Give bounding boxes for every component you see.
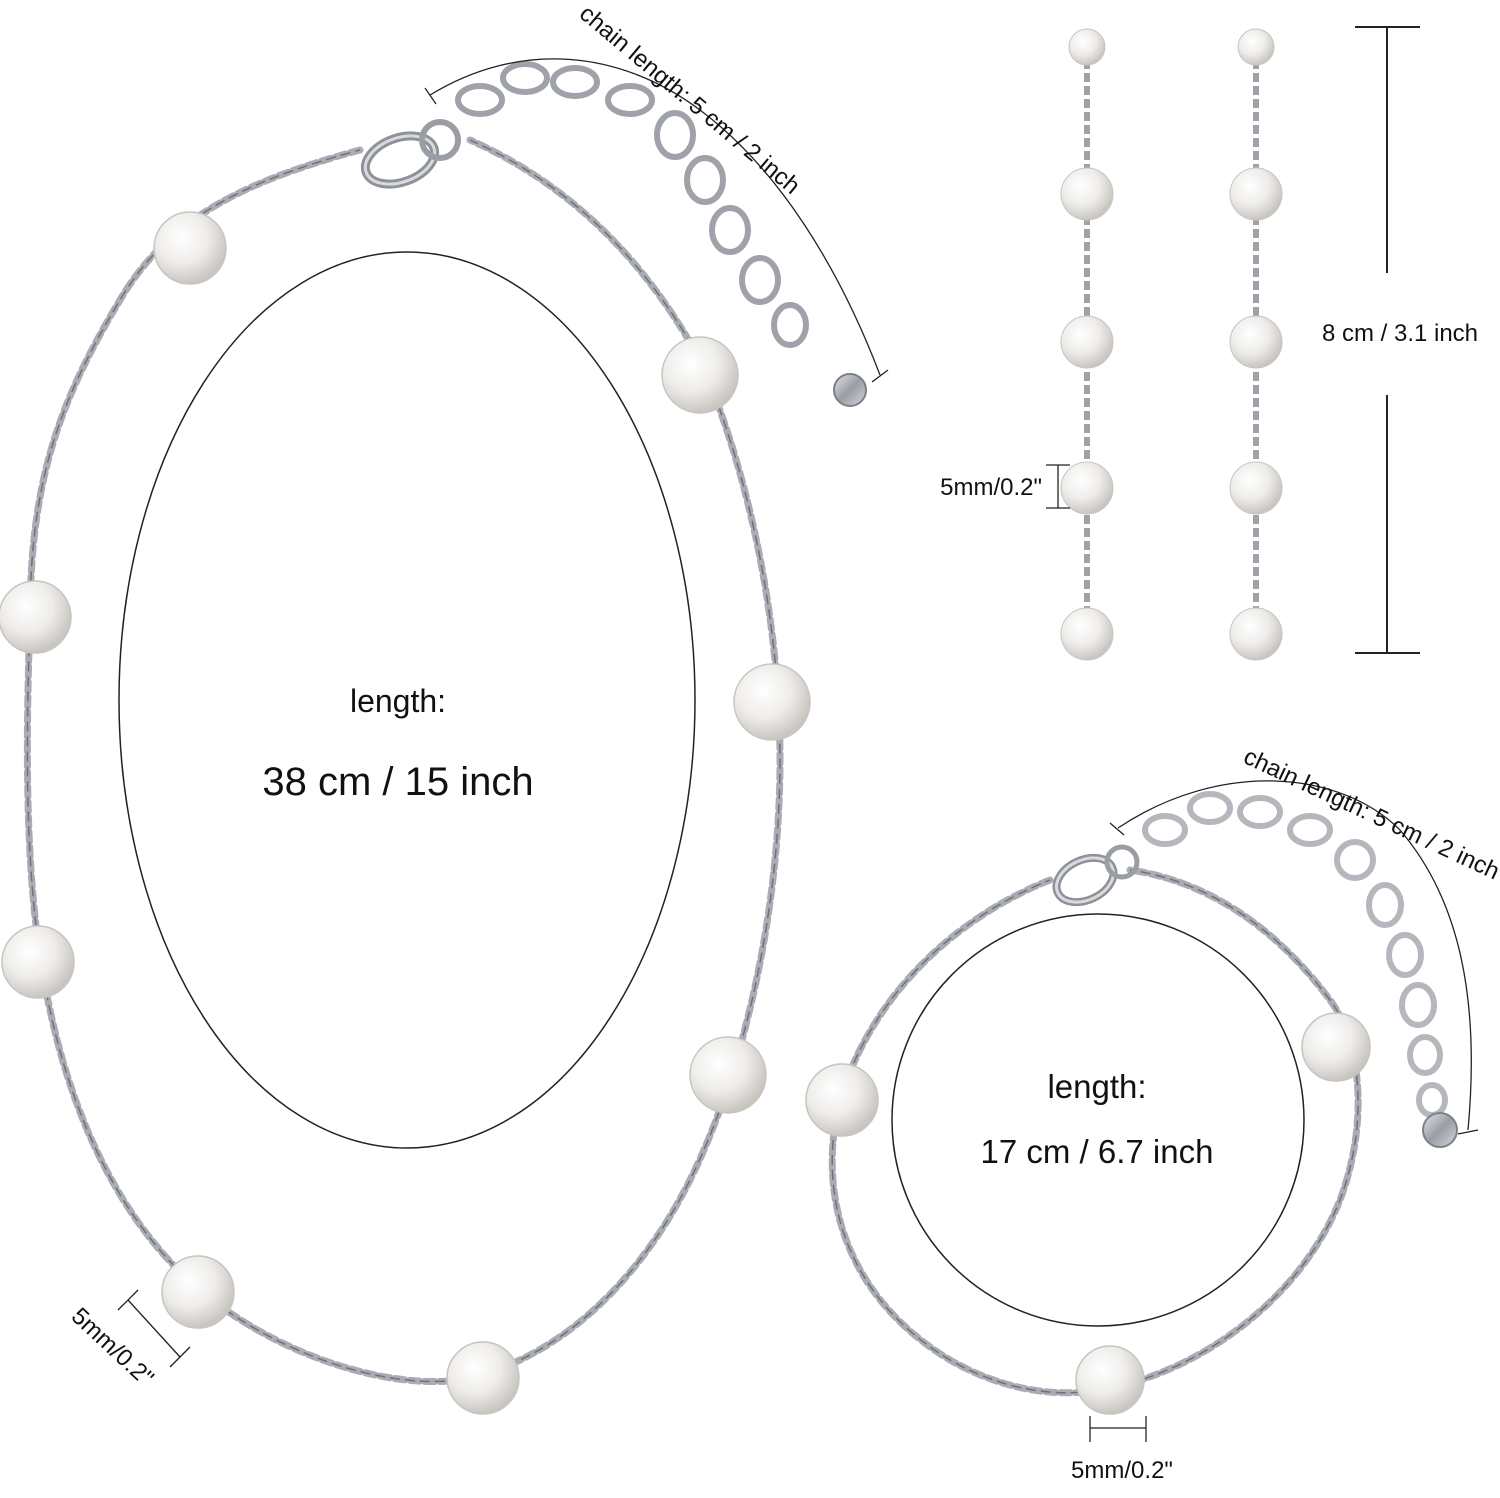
bracelet-length-circle [891,913,1305,1327]
bracelet: length: 17 cm / 6.7 inch chain length: 5… [805,743,1500,1484]
necklace-pearl-size-label: 5mm/0.2" [66,1303,159,1392]
necklace-pearls [0,211,811,1415]
pearl [1,925,75,999]
pearl [661,336,739,414]
bracelet-lobster-clasp [1052,844,1140,907]
bracelet-extension-chain [1142,791,1448,1118]
bracelet-pearl-size-callout [1089,1416,1147,1442]
bracelet-end-ball [1422,1112,1458,1148]
bracelet-chain-length-callout: chain length: 5 cm / 2 inch [1109,743,1500,1135]
earrings: 8 cm / 3.1 inch 5mm/0.2" [940,26,1478,661]
pearl [1301,1012,1371,1082]
necklace-length-ellipse [118,251,696,1149]
pearl [161,1255,235,1329]
necklace-extension-chain [455,61,809,348]
pearl [0,580,72,654]
necklace-lobster-clasp [360,119,461,189]
earring-left [1060,28,1114,661]
earring-length-label: 8 cm / 3.1 inch [1322,320,1478,347]
earring-right [1229,28,1283,661]
pearl [1075,1345,1145,1415]
bracelet-length-value: 17 cm / 6.7 inch [981,1133,1214,1170]
earring-pearl-size-label: 5mm/0.2" [940,474,1042,501]
pearl [733,663,811,741]
earring-length-bracket [1355,26,1420,654]
pearl [153,211,227,285]
necklace-pearl-size-callout [117,1289,191,1368]
necklace-end-ball [833,373,867,407]
necklace-chain-length-callout: chain length: 5 cm / 2 inch [424,0,889,383]
earring-pearl-size-callout [1046,464,1070,509]
pearl [689,1036,767,1114]
necklace-length-value: 38 cm / 15 inch [262,760,533,804]
necklace: length: 38 cm / 15 inch chain length: 5 … [0,0,889,1415]
bracelet-length-title: length: [1047,1068,1146,1105]
bracelet-pearl-size-label: 5mm/0.2" [1071,1457,1173,1484]
necklace-length-title: length: [350,683,446,719]
bracelet-chain [828,866,1362,1397]
pearl [805,1063,879,1137]
pearl [446,1341,520,1415]
bracelet-pearls [805,1012,1371,1415]
